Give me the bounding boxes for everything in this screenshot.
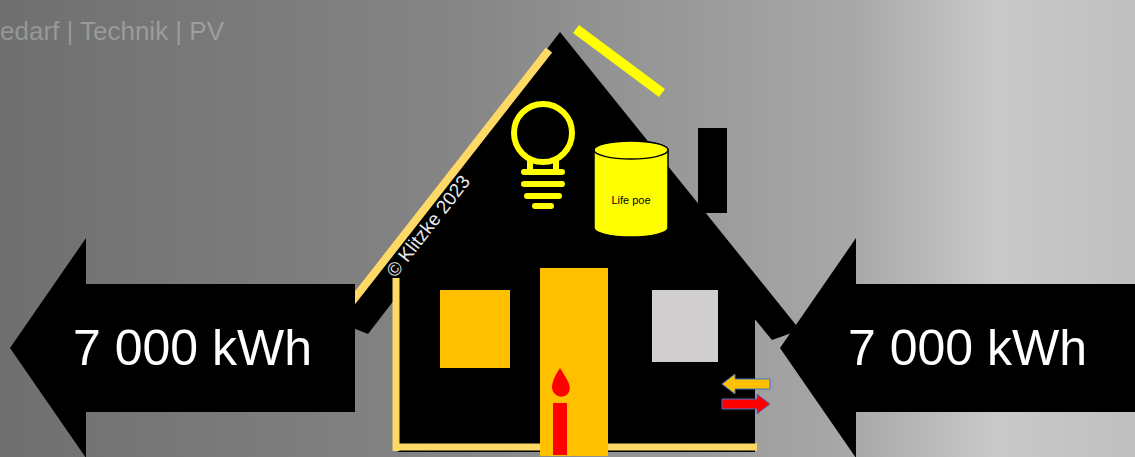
bulb-base [524,172,562,206]
battery-body [594,141,668,237]
arrow-fill [10,238,355,457]
window-left [440,290,510,368]
light-bulb [514,104,572,162]
battery-label: Life poe [611,170,651,230]
energy-amount: 7 000 kWh [800,238,1135,457]
chimney [698,128,727,213]
candle [553,403,567,455]
window-right [652,290,718,362]
heat-arrow-in [722,374,770,394]
door [540,268,608,456]
battery-shape [593,140,669,238]
energy-amount: 7 000 kWh [30,238,355,457]
heat-arrow-out [722,394,770,414]
energy-out-arrow: 7 000 kWh [10,238,355,457]
slide-header: edarf | Technik | PV [0,16,224,47]
solar-panel [576,29,662,93]
arrow-fill [780,238,1135,457]
battery-storage: Life poe [593,140,669,238]
energy-in-arrow: 7 000 kWh [780,238,1135,457]
battery-top [594,141,668,159]
roof-insulation [347,50,549,308]
wall-insulation [393,278,400,451]
candle-flame [552,368,570,397]
